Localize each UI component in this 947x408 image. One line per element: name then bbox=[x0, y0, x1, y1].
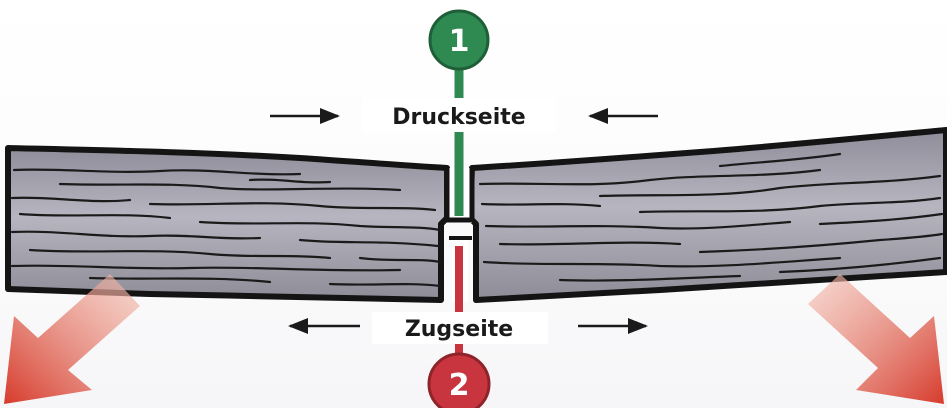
compression-side-group: Druckseite bbox=[270, 98, 658, 132]
load-arrow-right-icon bbox=[808, 274, 944, 404]
tension-label: Zugseite bbox=[405, 317, 513, 342]
tension-side-group: Zugseite bbox=[290, 312, 646, 344]
beam-right-half bbox=[470, 130, 946, 300]
compression-label: Druckseite bbox=[392, 105, 525, 130]
marker-1-number: 1 bbox=[449, 24, 470, 59]
marker-2-number: 2 bbox=[449, 368, 470, 403]
beam-left-half bbox=[8, 148, 447, 300]
load-arrow-bottom-right bbox=[808, 274, 944, 404]
